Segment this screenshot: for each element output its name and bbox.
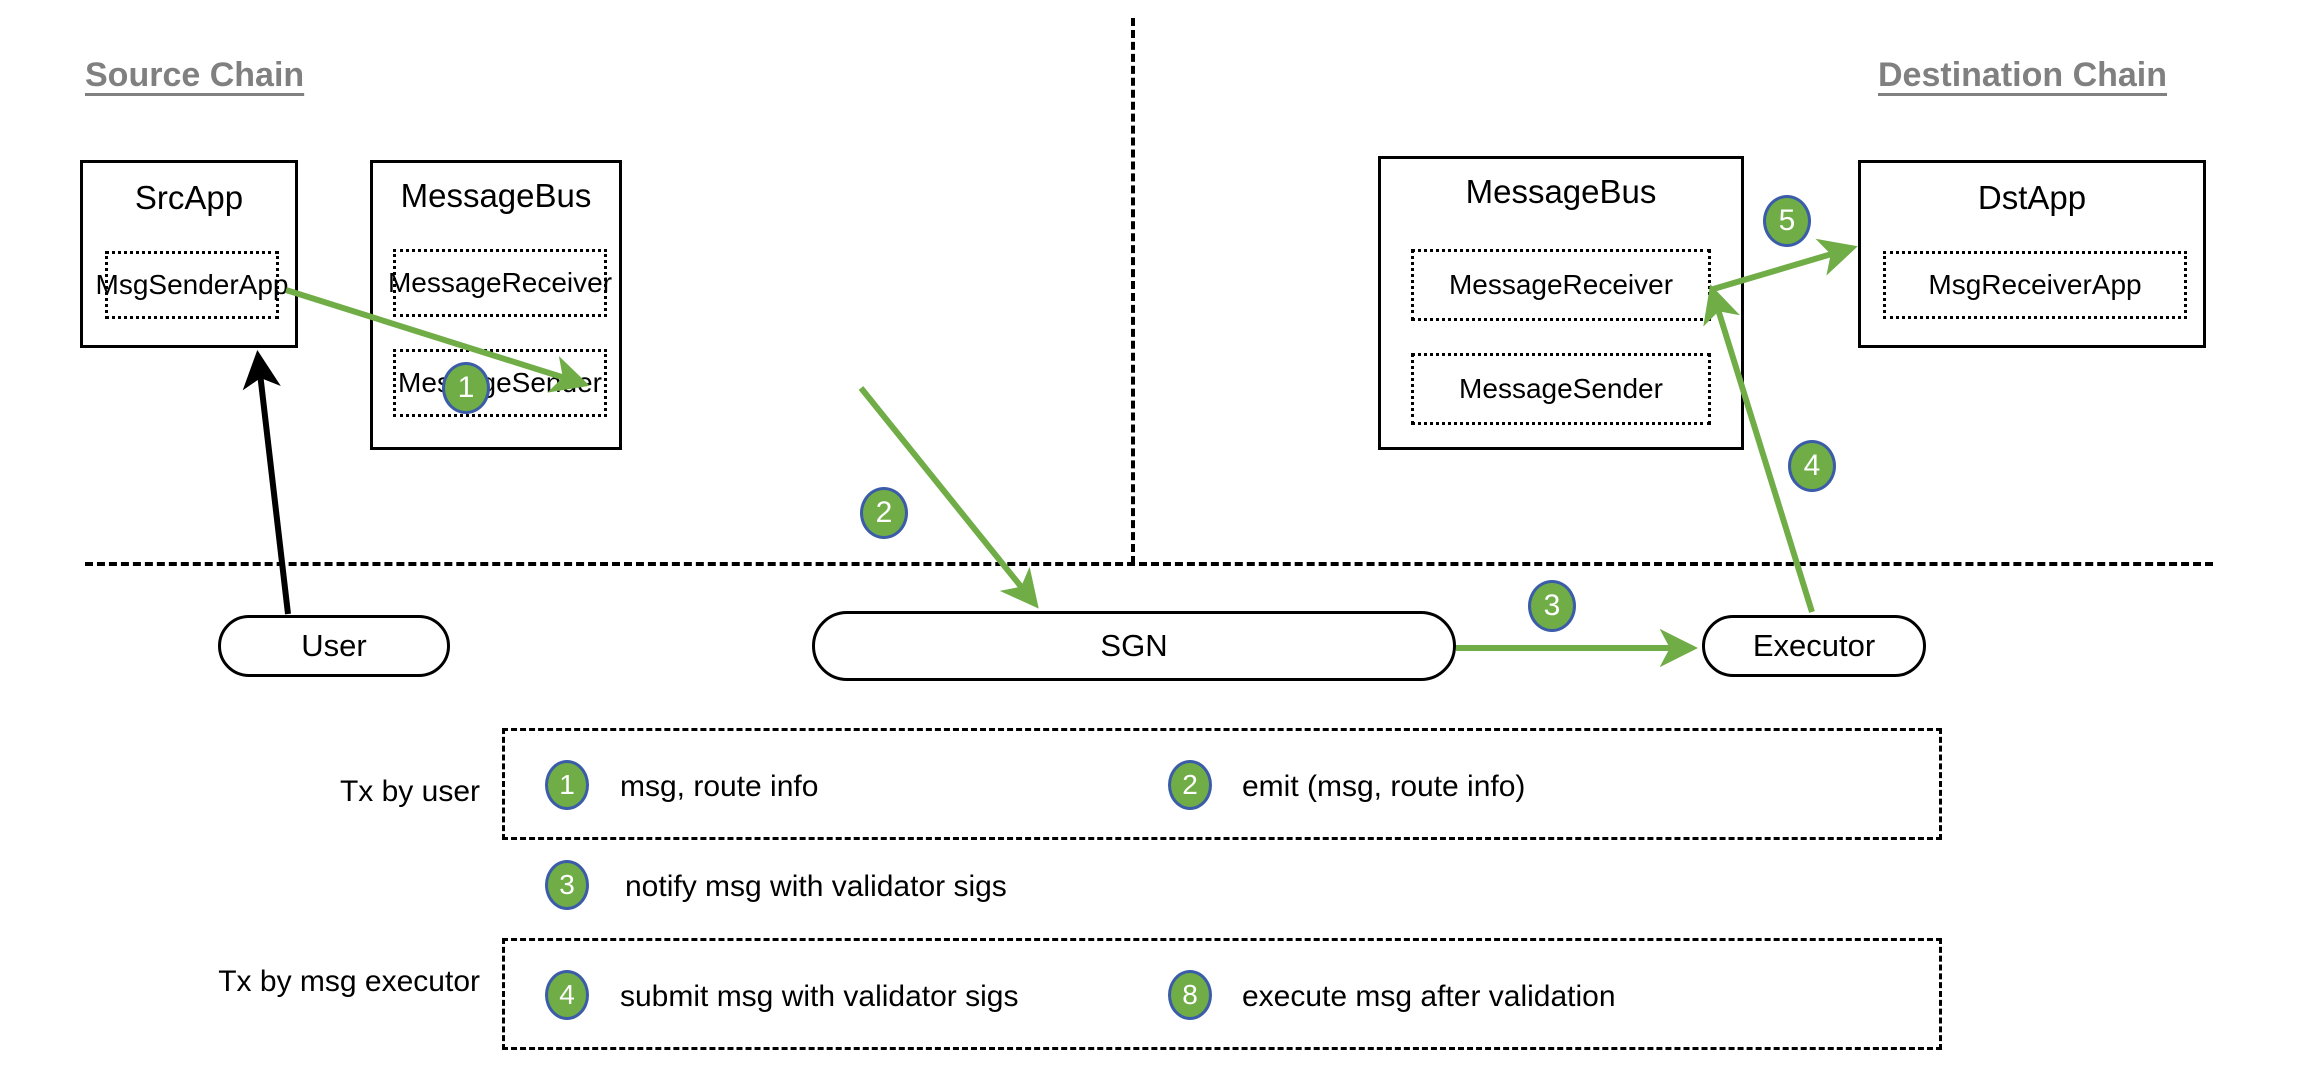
flow-badge-5: 5: [1763, 195, 1811, 247]
executor-node: Executor: [1702, 615, 1926, 677]
onchain-offchain-divider: [85, 562, 2213, 566]
src-app-box: SrcApp MsgSenderApp: [80, 160, 298, 348]
module-msg-sender-app: MsgSenderApp: [96, 251, 289, 319]
legend-label-tx-by-user: Tx by user: [339, 775, 480, 808]
legend-badge-8: 8: [1168, 970, 1212, 1020]
destination-chain-title: Destination Chain: [1878, 56, 2168, 94]
module-src-message-sender: MessageSender: [393, 349, 607, 417]
module-src-message-receiver: MessageReceiver: [388, 249, 612, 317]
dst-message-bus-box: MessageBus MessageReceiver MessageSender: [1378, 156, 1744, 450]
legend-text-2: emit (msg, route info): [1242, 770, 1526, 803]
dst-message-bus-title: MessageBus: [1465, 173, 1657, 210]
arrow-user-to-srcapp: [242, 350, 291, 615]
legend-text-4: submit msg with validator sigs: [620, 980, 1019, 1013]
user-node: User: [218, 615, 450, 677]
legend-badge-4: 4: [545, 970, 589, 1020]
flow-badge-3: 3: [1528, 580, 1576, 632]
src-message-bus-title: MessageBus: [400, 177, 592, 214]
legend-box-executor-tx: [502, 938, 1942, 1050]
legend-text-8: execute msg after validation: [1242, 980, 1616, 1013]
legend-label-tx-by-msg-executor: Tx by msg executor: [218, 965, 480, 998]
sgn-node: SGN: [812, 611, 1456, 681]
legend-badge-3: 3: [545, 860, 589, 910]
module-dst-message-sender: MessageSender: [1411, 353, 1711, 425]
flow-badge-1: 1: [442, 362, 490, 414]
chain-vertical-divider: [1131, 18, 1135, 564]
dst-app-box: DstApp MsgReceiverApp: [1858, 160, 2206, 348]
source-chain-title: Source Chain: [85, 56, 305, 94]
src-message-bus-box: MessageBus MessageReceiver MessageSender: [370, 160, 622, 450]
legend-box-user-tx: [502, 728, 1942, 840]
dst-app-title: DstApp: [1977, 179, 2087, 216]
src-app-title: SrcApp: [134, 179, 244, 216]
module-msg-receiver-app: MsgReceiverApp: [1883, 251, 2187, 319]
legend-text-3: notify msg with validator sigs: [625, 870, 1007, 903]
flow-badge-2: 2: [860, 487, 908, 539]
flow-badge-4: 4: [1788, 440, 1836, 492]
legend-badge-1: 1: [545, 760, 589, 810]
legend-text-1: msg, route info: [620, 770, 819, 803]
module-dst-message-receiver: MessageReceiver: [1411, 249, 1711, 321]
legend-badge-2: 2: [1168, 760, 1212, 810]
